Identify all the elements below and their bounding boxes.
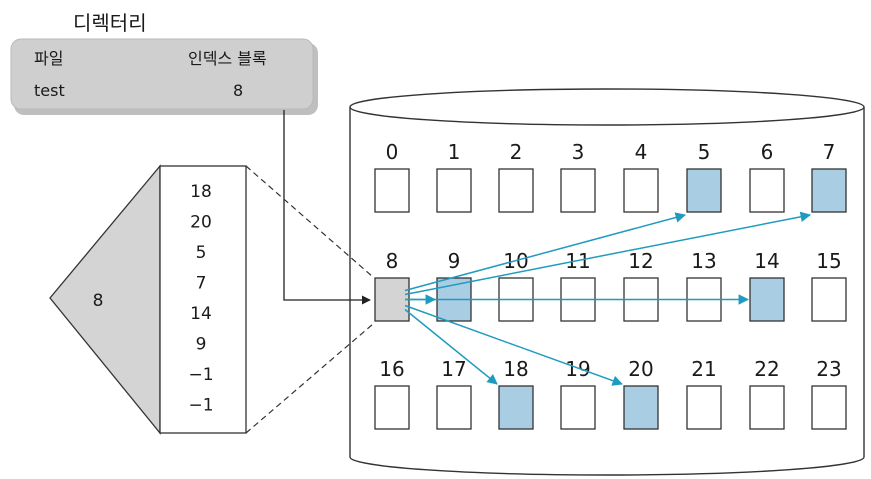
disk-block-free: [374, 168, 410, 213]
disk-block-number: 9: [448, 249, 461, 273]
disk-block-number: 8: [386, 249, 399, 273]
disk-block-number: 16: [379, 357, 404, 381]
pointer-arrow-to-block-7: [404, 211, 812, 296]
disk-block-free: [374, 385, 410, 430]
disk-block-number: 13: [691, 249, 716, 273]
disk-block-number: 20: [628, 357, 653, 381]
disk-block-number: 17: [441, 357, 466, 381]
index-entry: 7: [196, 274, 207, 294]
disk-block-number: 23: [816, 357, 841, 381]
directory-file-name: test: [34, 81, 65, 100]
index-entry: −1: [188, 365, 213, 385]
disk-block-number: 19: [565, 357, 590, 381]
disk-block-free: [436, 168, 472, 213]
disk-block-free: [560, 385, 596, 430]
disk-block-used: [623, 385, 659, 430]
dashed-connector-top: [245, 165, 374, 278]
disk-block-used: [811, 168, 847, 213]
index-entry: 5: [196, 243, 207, 263]
directory-col-index-block: 인덱스 블록: [188, 49, 267, 68]
directory-table: 파일 인덱스 블록 test 8: [10, 38, 318, 115]
disk-block-used: [686, 168, 722, 213]
disk-block-index: [374, 277, 410, 322]
disk-block-number: 1: [448, 140, 461, 164]
dashed-connector-bottom: [245, 323, 374, 434]
disk-block-number: 22: [754, 357, 779, 381]
disk-block-free: [686, 385, 722, 430]
directory-index-block-value: 8: [233, 81, 243, 100]
index-entry: 18: [190, 182, 212, 202]
disk-block-used: [498, 385, 534, 430]
disk-block-free: [498, 168, 534, 213]
disk-block-number: 5: [698, 140, 711, 164]
disk-block-number: 15: [816, 249, 841, 273]
index-block-detail: 8 18 20 5 7 14 9 −1 −1: [49, 164, 247, 435]
disk-block-number: 0: [386, 140, 399, 164]
disk-block-used: [749, 277, 785, 322]
disk-block-free: [749, 385, 785, 430]
disk-block-number: 2: [510, 140, 523, 164]
index-entry: 14: [190, 304, 212, 324]
directory-pointer-line: [283, 110, 371, 305]
disk-block-free: [811, 385, 847, 430]
disk-block-number: 21: [691, 357, 716, 381]
index-entry: 20: [190, 213, 212, 233]
disk-cylinder: [349, 88, 865, 476]
pointer-arrow-to-block-5: [404, 212, 687, 292]
disk-block-free: [623, 168, 659, 213]
disk-block-number: 12: [628, 249, 653, 273]
disk-block-free: [749, 168, 785, 213]
disk-block-number: 6: [761, 140, 774, 164]
directory-col-file: 파일: [34, 49, 63, 68]
disk-block-number: 14: [754, 249, 779, 273]
directory-title: 디렉터리: [73, 11, 147, 35]
pointer-arrow-to-block-18: [404, 308, 498, 385]
disk-block-number: 3: [572, 140, 585, 164]
index-block-label: 8: [93, 291, 104, 311]
index-entry: −1: [188, 396, 213, 416]
index-entry: 9: [196, 335, 207, 355]
disk-block-free: [811, 277, 847, 322]
disk-block-free: [560, 168, 596, 213]
pointer-arrow-to-block-20: [404, 304, 623, 386]
disk-block-free: [436, 385, 472, 430]
disk-block-number: 4: [635, 140, 648, 164]
disk-block-number: 7: [823, 140, 836, 164]
disk-block-number: 18: [503, 357, 528, 381]
